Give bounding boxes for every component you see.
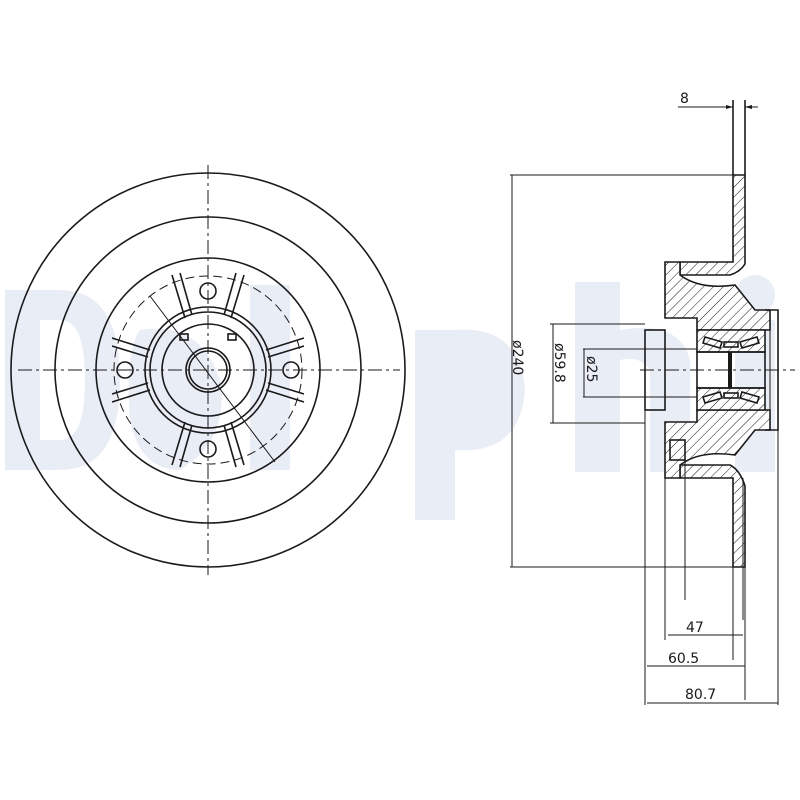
dim-centering-diameter: ø59.8 — [551, 343, 567, 383]
dim-depth-mid: 60.5 — [668, 651, 699, 667]
section-view — [640, 100, 795, 705]
bearing-rollers — [701, 336, 761, 404]
dimensions: 8 ø240 ø59.8 ø25 47 60.5 80.7 — [509, 91, 778, 704]
front-view — [10, 165, 406, 575]
section-line — [149, 295, 276, 463]
dim-depth-inner: 47 — [686, 620, 704, 636]
hub-ribs — [111, 272, 305, 468]
dim-thickness: 8 — [680, 91, 689, 107]
dim-bore-diameter: ø25 — [583, 356, 599, 382]
abs-notch — [669, 439, 686, 461]
dim-outer-diameter: ø240 — [509, 340, 525, 375]
dim-total-height: 80.7 — [685, 687, 716, 703]
bolt-hole-left — [116, 361, 134, 379]
